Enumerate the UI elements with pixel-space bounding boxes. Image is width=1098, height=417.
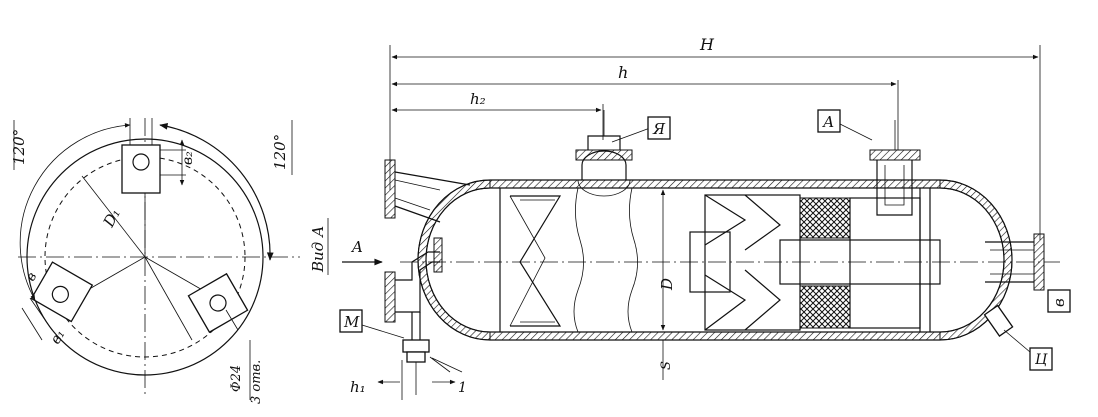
cone-baffle xyxy=(499,188,562,332)
dim-h-total-label: H xyxy=(699,35,715,54)
bottom-drain-valve xyxy=(402,312,451,395)
dim-d-vertical: D S xyxy=(658,189,676,380)
inlet-nozzle-upper xyxy=(384,159,471,223)
dim-h1: h₁ xyxy=(350,360,456,400)
dim-d-label: D xyxy=(658,278,676,291)
label-m-text: М xyxy=(343,313,360,331)
label-ts-text: Ц xyxy=(1035,352,1048,368)
dim-b-label-left: в xyxy=(23,270,40,284)
callout-1: 1 xyxy=(431,357,467,396)
vessel-shell-inner xyxy=(425,187,1005,333)
label-box-v: в xyxy=(1047,289,1071,313)
label-ya-text: Я xyxy=(652,120,666,138)
mesh-pack-lower xyxy=(799,285,851,329)
dim-d1-label: D₁ xyxy=(99,205,124,230)
label-box-ts: Ц xyxy=(1029,347,1053,371)
flow-arrow-label: A xyxy=(350,238,363,256)
view-a-flange-plan: в₂ в₁ в 120° 120° D₁ Φ24 3 отв. Вид А xyxy=(10,118,329,404)
dim-h2-label: h₂ xyxy=(470,90,486,108)
label-box-m: М xyxy=(339,309,405,339)
break-line-1 xyxy=(573,187,584,333)
callout-1-label: 1 xyxy=(458,380,467,396)
label-box-ya: Я xyxy=(647,116,671,140)
top-nozzle-a xyxy=(839,120,921,216)
dim-s-label: S xyxy=(659,361,674,370)
top-lug: в₂ xyxy=(121,118,196,194)
vessel-section-view: H h h₂ xyxy=(339,35,1071,400)
bottom-right-nozzle xyxy=(983,304,1031,353)
mesh-pack-upper xyxy=(799,197,851,239)
label-v-text: в xyxy=(1050,298,1068,307)
bottom-right-lug xyxy=(187,272,249,334)
swirl-vanes xyxy=(689,194,941,331)
view-a-title: Вид А xyxy=(309,226,327,273)
dim-b2-label: в₂ xyxy=(180,151,196,165)
flow-arrow-a: A xyxy=(342,238,383,266)
label-a-text: А xyxy=(822,113,834,131)
hole-diameter-label: Φ24 xyxy=(229,365,244,392)
break-line-2 xyxy=(627,187,638,333)
label-box-a: А xyxy=(817,109,841,133)
hole-count-label: 3 отв. xyxy=(249,360,264,404)
dim-h-label: h xyxy=(618,63,628,82)
dimension-lines-top: H h h₂ xyxy=(389,35,1041,240)
right-outlet-nozzle xyxy=(985,233,1045,291)
vessel-shell-outer xyxy=(417,179,1013,341)
angle-right-label: 120° xyxy=(271,134,289,170)
angle-left-label: 120° xyxy=(10,129,28,165)
dim-h1-label: h₁ xyxy=(350,378,366,396)
top-nozzle-ya xyxy=(575,110,651,197)
